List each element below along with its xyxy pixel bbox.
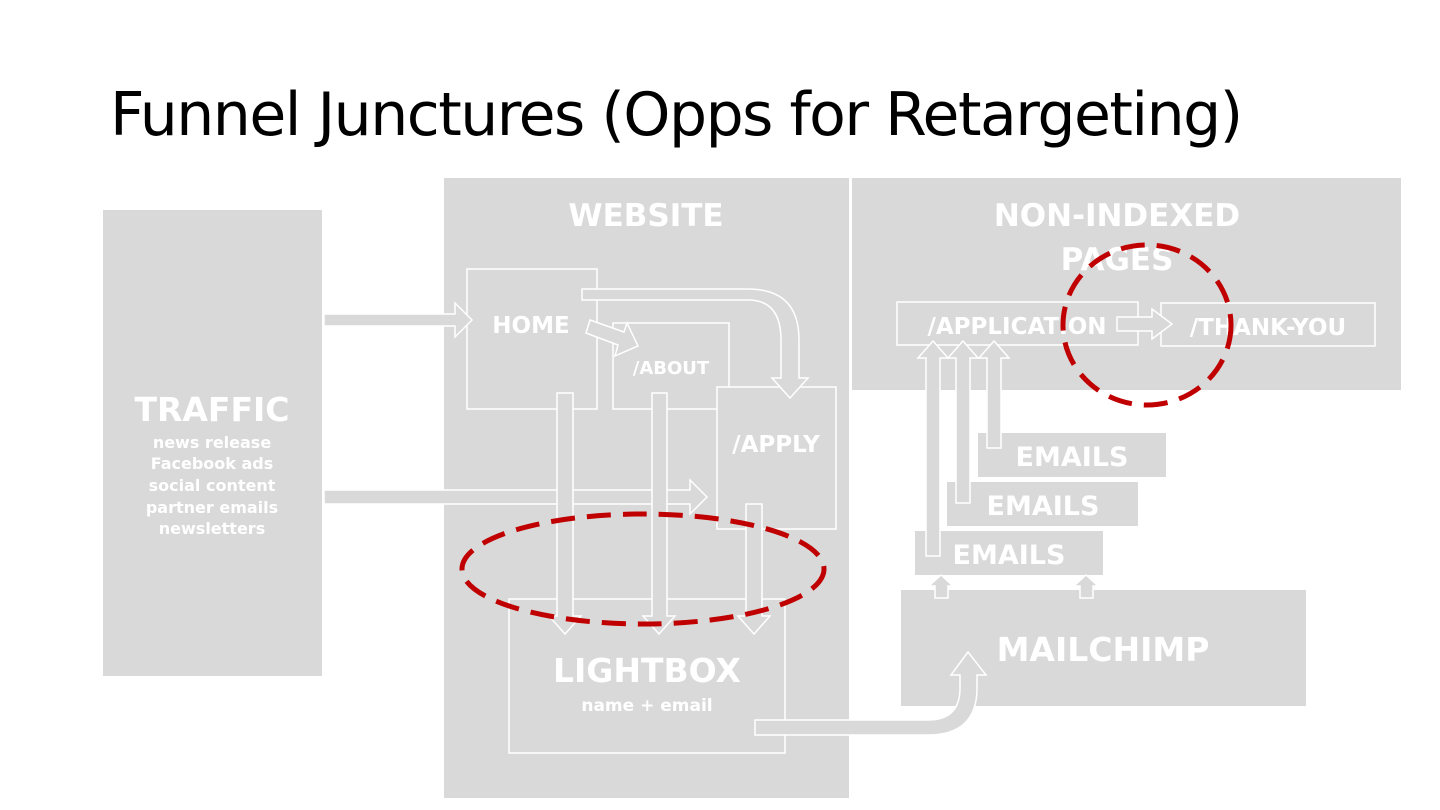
about-label: /ABOUT [633, 358, 710, 379]
traffic-source-1: Facebook ads [151, 454, 274, 473]
traffic-source-4: newsletters [159, 519, 265, 538]
thank-you-label: /THANK-YOU [1190, 315, 1346, 341]
emails-box-3 [915, 531, 1103, 575]
apply-label: /APPLY [732, 432, 820, 458]
traffic-source-2: social content [149, 476, 276, 495]
arrow-traffic-to-home [323, 301, 474, 339]
lightbox-sub-label: name + email [581, 696, 712, 716]
emails-box-2 [947, 482, 1138, 526]
arrow-traffic-to-apply [323, 478, 709, 516]
emails-label-2: EMAILS [987, 491, 1100, 522]
application-label: /APPLICATION [927, 314, 1106, 340]
website-heading: WEBSITE [568, 198, 723, 234]
traffic-heading: TRAFFIC [134, 390, 289, 429]
home-box [466, 268, 598, 410]
retargeting-highlight-thank-you [1060, 242, 1234, 408]
arrow-mailchimp-to-emails-left [927, 573, 955, 599]
arrow-emails-2-to-application [946, 339, 980, 504]
page-title: Funnel Junctures (Opps for Retargeting) [110, 80, 1243, 150]
apply-box [716, 386, 837, 530]
non-indexed-heading-line2: PAGES [1061, 242, 1174, 278]
traffic-source-3: partner emails [146, 498, 278, 517]
lightbox-label: LIGHTBOX [553, 651, 741, 690]
arrow-home-to-apply [581, 288, 810, 400]
arrow-emails-1-to-application [977, 339, 1011, 449]
emails-label-3: EMAILS [953, 540, 1066, 571]
traffic-source-0: news release [153, 433, 272, 452]
non-indexed-heading-line1: NON-INDEXED [994, 198, 1240, 234]
retargeting-highlight-lightbox [459, 511, 827, 627]
arrow-emails-3-to-application [916, 339, 950, 557]
arrow-home-to-lightbox [547, 392, 583, 636]
arrow-lightbox-to-mailchimp [754, 650, 988, 736]
home-label: HOME [492, 313, 569, 339]
traffic-panel [103, 210, 322, 676]
application-box [896, 301, 1139, 346]
arrow-apply-to-lightbox [736, 503, 772, 636]
emails-box-1 [978, 433, 1166, 477]
emails-label-1: EMAILS [1016, 442, 1129, 473]
arrow-mailchimp-to-emails-right [1072, 573, 1100, 599]
arrow-home-to-about [585, 319, 640, 358]
thank-you-box [1160, 302, 1376, 347]
mailchimp-label: MAILCHIMP [997, 630, 1210, 669]
arrow-application-to-thank-you [1116, 307, 1174, 341]
